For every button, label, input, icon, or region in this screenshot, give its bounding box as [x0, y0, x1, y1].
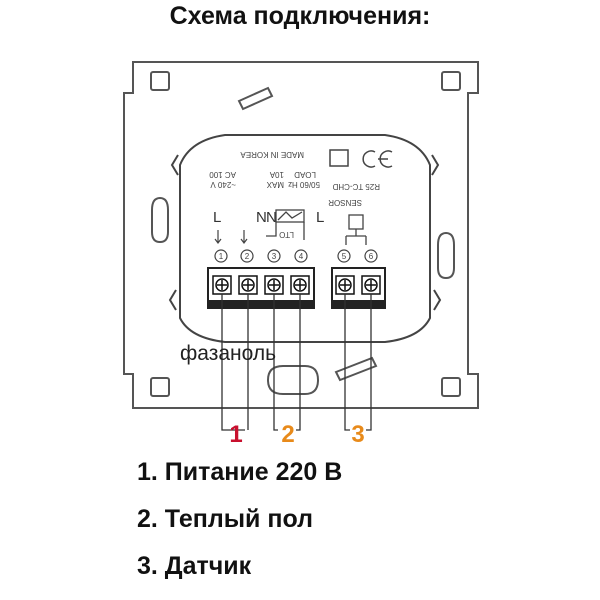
terminal-number: 1	[219, 252, 224, 261]
wire-phase	[221, 294, 245, 431]
legend-item-heated-floor: 2. Теплый пол	[137, 505, 314, 533]
device-label-line: ~240 V	[210, 180, 236, 189]
device-label-line: R25 TC-CHD	[332, 182, 380, 191]
device-label: MADE IN KOREA AC 100 ~240 V 10A MAX LOAD…	[209, 150, 380, 239]
terminal-number: 3	[272, 252, 277, 261]
neutral-label: ноль	[230, 342, 276, 365]
small-arrows	[214, 230, 248, 244]
screw-6	[361, 275, 381, 295]
group-number-3: 3	[351, 421, 364, 448]
corner-slots	[150, 71, 461, 397]
wire-sensor-2	[366, 294, 372, 431]
terminal-letter: N	[256, 209, 267, 226]
terminal-number: 6	[369, 252, 374, 261]
terminal-number-labels: 1 2 3 4 5 6	[219, 252, 374, 261]
load-symbol	[266, 209, 305, 240]
terminal-number: 4	[299, 252, 304, 261]
sensor-symbol	[345, 214, 367, 245]
phase-label: фаза	[180, 342, 230, 365]
terminal-letters: L N N L	[213, 209, 324, 226]
device-label-line: 50/60 Hz	[288, 180, 320, 189]
wires	[221, 294, 372, 431]
wire-load-1	[273, 294, 278, 431]
device-label-line: SENSOR	[328, 198, 362, 207]
device-label-line: MADE IN KOREA	[240, 150, 304, 159]
terminal-letter: L	[213, 209, 221, 226]
terminal-number: 5	[342, 252, 347, 261]
terminal-numbers	[214, 249, 378, 263]
wire-load-2	[296, 294, 301, 431]
screw-slots	[151, 86, 455, 395]
terminal-screws	[212, 275, 381, 295]
wire-sensor-1	[344, 294, 350, 431]
ce-mark	[329, 149, 393, 168]
screw-3	[264, 275, 284, 295]
screw-4	[290, 275, 310, 295]
legend-item-power: 1. Питание 220 В	[137, 458, 343, 486]
legend-item-sensor: 3. Датчик	[137, 552, 252, 580]
terminal-number: 2	[245, 252, 250, 261]
device-label-line: LTO	[279, 230, 294, 239]
device-label-line: LOAD	[294, 170, 316, 179]
screw-5	[335, 275, 355, 295]
group-number-1: 1	[229, 421, 242, 448]
terminal-letter: N	[266, 209, 277, 226]
diagram-title: Схема подключения:	[169, 2, 431, 30]
screw-2	[238, 275, 258, 295]
device-label-line: 10A	[269, 170, 284, 179]
terminal-letter: L	[316, 209, 324, 226]
screw-1	[212, 275, 232, 295]
device-body	[168, 134, 442, 343]
device-label-line: MAX	[266, 180, 284, 189]
device-label-line: AC 100	[209, 170, 236, 179]
group-number-2: 2	[281, 421, 294, 448]
mounting-frame	[123, 61, 479, 409]
